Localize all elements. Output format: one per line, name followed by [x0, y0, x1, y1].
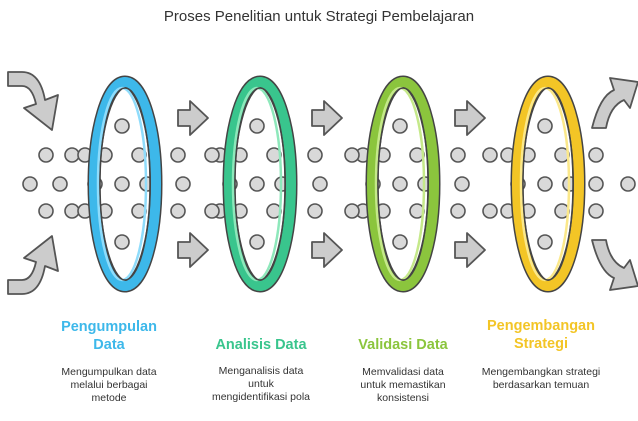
particle-dot: [344, 203, 360, 219]
arrow-icon: [454, 100, 486, 136]
filter-ring: [510, 75, 586, 293]
particle-dots: [22, 118, 636, 250]
particle-dot: [588, 176, 604, 192]
particle-dot: [249, 118, 265, 134]
particle-dot: [312, 176, 328, 192]
particle-dot: [588, 203, 604, 219]
particle-dot: [482, 147, 498, 163]
arrow-icon: [454, 232, 486, 268]
stage-desc-pengembangan: Mengembangkan strategi berdasarkan temua…: [481, 366, 601, 391]
particle-dot: [537, 234, 553, 250]
filter-ring: [222, 75, 298, 293]
particle-dot: [38, 203, 54, 219]
particle-dot: [454, 176, 470, 192]
particle-dot: [38, 147, 54, 163]
particle-dot: [588, 147, 604, 163]
arrow-icon: [177, 232, 209, 268]
particle-dot: [344, 147, 360, 163]
particle-dot: [537, 176, 553, 192]
particle-dot: [307, 147, 323, 163]
particle-dot: [450, 147, 466, 163]
particle-dot: [392, 118, 408, 134]
particle-dot: [249, 234, 265, 250]
particle-dot: [392, 176, 408, 192]
arrow-icon: [311, 232, 343, 268]
particle-dot: [170, 203, 186, 219]
filter-ring: [365, 75, 441, 293]
stage-desc-analisis: Menganalisis data untuk mengidentifikasi…: [211, 365, 311, 403]
arrow-icon: [177, 100, 209, 136]
particle-dot: [249, 176, 265, 192]
stage-title-analisis: Analisis Data: [215, 337, 307, 353]
particle-dot: [22, 176, 38, 192]
stage-title-pengembangan: Pengembangan Strategi: [487, 318, 595, 352]
particle-dot: [52, 176, 68, 192]
stage-desc-pengumpulan: Mengumpulkan data melalui berbagai metod…: [61, 366, 157, 404]
particle-dot: [175, 176, 191, 192]
particle-dot: [114, 176, 130, 192]
stage-desc-validasi: Memvalidasi data untuk memastikan konsis…: [360, 366, 446, 404]
particle-dot: [64, 203, 80, 219]
particle-dot: [392, 234, 408, 250]
particle-dot: [204, 203, 220, 219]
particle-dot: [620, 176, 636, 192]
particle-dot: [204, 147, 220, 163]
arrow-icon: [591, 239, 638, 291]
arrow-icon: [7, 71, 59, 131]
arrow-icon: [7, 235, 59, 295]
arrow-icon: [591, 77, 638, 129]
particle-dot: [170, 147, 186, 163]
stage-title-validasi: Validasi Data: [358, 337, 448, 353]
particle-dot: [482, 203, 498, 219]
particle-dot: [450, 203, 466, 219]
diagram-title: Proses Penelitian untuk Strategi Pembela…: [163, 8, 475, 25]
particle-dot: [537, 118, 553, 134]
particle-dot: [307, 203, 323, 219]
particle-dot: [64, 147, 80, 163]
particle-dot: [114, 118, 130, 134]
particle-dot: [114, 234, 130, 250]
arrow-icon: [311, 100, 343, 136]
filter-ring: [87, 75, 163, 293]
stage-title-pengumpulan: Pengumpulan Data: [61, 319, 157, 353]
